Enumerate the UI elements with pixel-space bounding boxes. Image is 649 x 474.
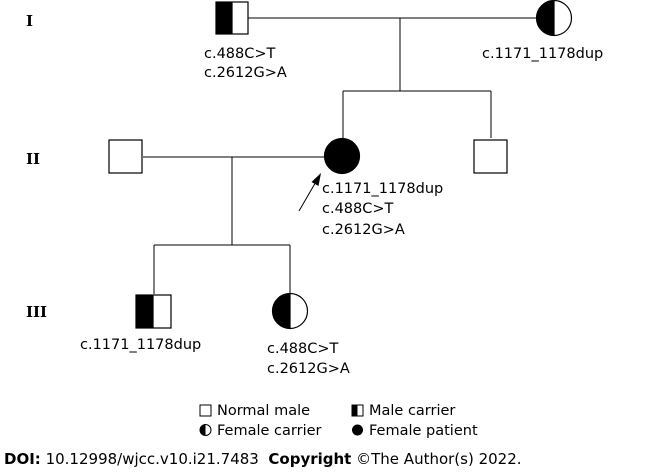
generation-label-iii: III [26, 303, 47, 321]
pedigree-lines [143, 17, 536, 294]
proband-arrow [298, 173, 321, 212]
individual-iii-2-female-carrier [271, 292, 309, 330]
individual-iii-1-male-carrier [135, 294, 172, 329]
mutation-i-1-b: c.2612G>A [204, 65, 287, 81]
individual-i-1-male-carrier [215, 1, 249, 35]
legend-normal-male-icon [199, 404, 212, 417]
generation-label-i: I [26, 12, 33, 30]
mutation-iii-2-a: c.488C>T [267, 341, 339, 357]
legend-male-carrier-label: Male carrier [369, 403, 455, 419]
copyright-label: Copyright [268, 450, 352, 468]
mutation-ii-2-c: c.2612G>A [322, 222, 405, 238]
individual-ii-2-female-patient [323, 137, 361, 175]
legend-female-carrier-icon [199, 424, 212, 436]
mutation-ii-2-a: c.1171_1178dup [322, 181, 443, 197]
individual-i-2-female-carrier [535, 0, 573, 37]
legend-male-carrier-icon [351, 404, 364, 417]
legend-female-carrier-label: Female carrier [217, 423, 322, 439]
legend-normal-male-label: Normal male [217, 403, 310, 419]
individual-ii-1-normal-male [108, 139, 143, 174]
mutation-ii-2-b: c.488C>T [322, 201, 394, 217]
mutation-iii-1-a: c.1171_1178dup [80, 337, 201, 353]
mutation-i-1-a: c.488C>T [204, 46, 276, 62]
individual-ii-3-normal-male [473, 139, 508, 174]
legend: Normal male Male carrier Female carrier … [199, 403, 478, 439]
mutation-iii-2-b: c.2612G>A [267, 361, 350, 377]
legend-female-patient-icon [352, 424, 363, 436]
copyright-value: ©The Author(s) 2022. [356, 450, 522, 468]
mutation-i-2-a: c.1171_1178dup [482, 46, 603, 62]
legend-female-patient-label: Female patient [369, 423, 478, 439]
citation-footer: DOI: 10.12998/wjcc.v10.i21.7483 Copyrigh… [4, 450, 649, 468]
doi-value: 10.12998/wjcc.v10.i21.7483 [45, 450, 259, 468]
doi-label: DOI: [4, 450, 41, 468]
generation-label-ii: II [26, 150, 40, 168]
